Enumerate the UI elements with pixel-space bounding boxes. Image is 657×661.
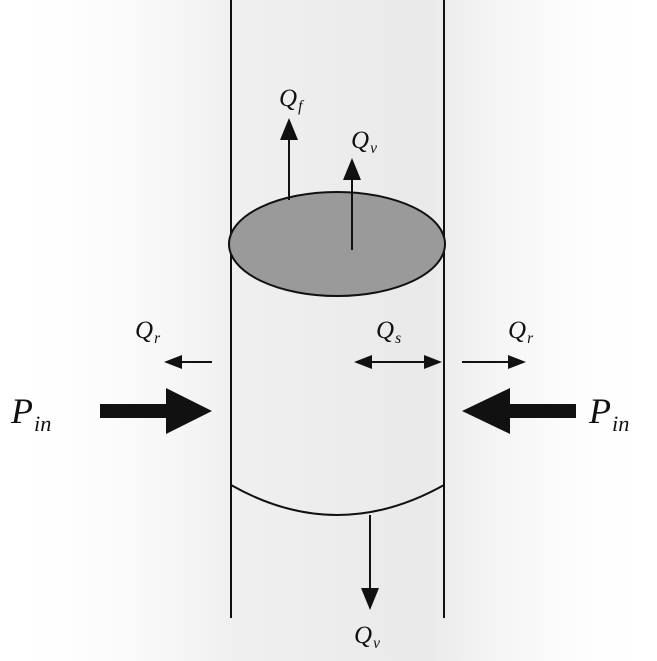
fluid-top-ellipse [228,191,446,297]
label-qr-right: Qr [508,317,534,348]
pin-left-arrow-head [166,388,212,434]
qs-arrow-head-right [424,355,442,369]
fluid-bottom-curve [230,484,445,516]
label-qr-left: Qr [135,317,161,348]
label-qv-top: Qv [351,127,377,158]
label-qv-bottom: Qv [354,622,380,653]
qv-bottom-arrow-head [361,588,379,610]
label-pin-left: Pin [11,391,52,436]
qs-arrow-head-left [354,355,372,369]
qr-left-arrow-head [164,355,182,369]
qr-right-arrow-head [508,355,526,369]
qv-top-arrow-head [343,158,361,180]
label-qf: Qf [279,85,303,116]
label-pin-right: Pin [589,391,630,436]
pin-left-arrow-shaft [100,404,170,418]
pin-right-arrow-head [462,388,510,434]
label-qs: Qs [376,317,402,348]
qf-arrow-head [280,118,298,140]
pin-right-arrow-shaft [506,404,576,418]
